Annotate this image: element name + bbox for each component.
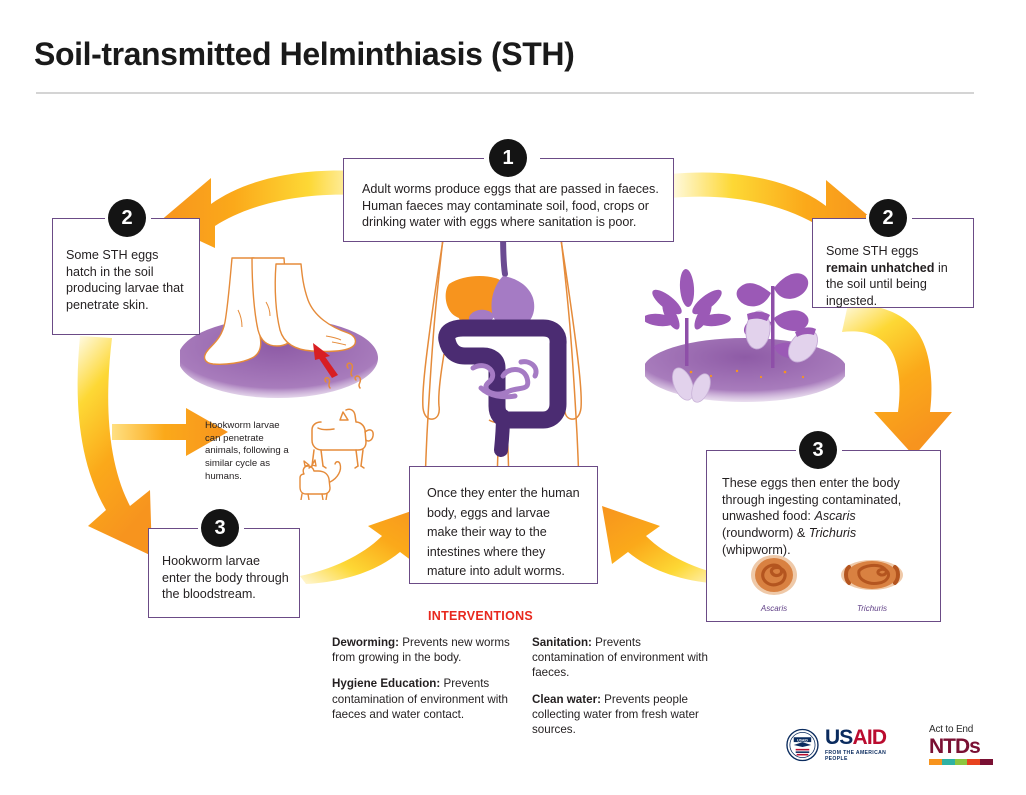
step-2-left-text: Some STH eggs hatch in the soil producin… bbox=[66, 248, 184, 313]
intervention-item: Hygiene Education: Prevents contaminatio… bbox=[332, 676, 510, 722]
step-3-right-text-a: These eggs then enter the body through i… bbox=[722, 476, 902, 524]
arrow-top-left bbox=[159, 170, 373, 248]
step-2-right-tail: in the soil until being ingested. bbox=[826, 260, 948, 309]
ascaris-egg-icon bbox=[751, 555, 797, 595]
page-title: Soil-transmitted Helminthiasis (STH) bbox=[34, 36, 575, 72]
intervention-item: Sanitation: Prevents contamination of en… bbox=[532, 635, 712, 681]
ntds-color-bar bbox=[929, 759, 993, 765]
ntds-top-text: Act to End bbox=[929, 724, 974, 735]
intervention-term: Sanitation: bbox=[532, 636, 592, 649]
intervention-desc: Prevents contamination of environment wi… bbox=[532, 636, 708, 680]
trichuris-egg-figure: Trichuris bbox=[839, 553, 905, 613]
arrow-bottom-right-to-center bbox=[602, 506, 728, 584]
usaid-tagline: FROM THE AMERICAN PEOPLE bbox=[824, 750, 887, 762]
arrow-bottom-left-to-center bbox=[300, 506, 426, 584]
step-2-right-badge: 2 bbox=[869, 199, 907, 237]
human-body-illustration bbox=[422, 228, 582, 495]
ascaris-term: Ascaris bbox=[814, 509, 856, 524]
title-divider bbox=[36, 92, 974, 94]
intervention-desc: Prevents contamination of environment wi… bbox=[332, 677, 508, 721]
ntds-bar-segment bbox=[941, 759, 955, 765]
usaid-logo: USAID USAID FROM THE AMERICAN PEOPLE bbox=[786, 727, 908, 767]
feet-illustration bbox=[180, 257, 378, 398]
intervention-term: Hygiene Education: bbox=[332, 677, 441, 691]
step-1-text: Adult worms produce eggs that are passed… bbox=[362, 182, 659, 230]
ntds-bar-segment bbox=[980, 759, 993, 765]
ntds-bar-segment bbox=[954, 759, 968, 765]
ascaris-egg-figure: Ascaris bbox=[745, 553, 803, 613]
step-3-right-box: These eggs then enter the body through i… bbox=[706, 450, 941, 622]
usaid-aid: AID bbox=[852, 726, 888, 749]
ntds-wordmark: NTDs bbox=[929, 735, 981, 758]
arrow-right-down bbox=[842, 304, 952, 456]
interventions-column-right: Sanitation: Prevents contamination of en… bbox=[532, 635, 712, 748]
intervention-desc: Prevents people collecting water from fr… bbox=[532, 692, 699, 736]
step-2-right-lead: Some STH eggs bbox=[826, 244, 919, 258]
step-2-right-bold: remain unhatched bbox=[826, 260, 935, 275]
plants-illustration bbox=[645, 269, 845, 403]
animals-note: Hookworm larvae can penetrate animals, f… bbox=[205, 420, 289, 482]
svg-text:USAID: USAID bbox=[797, 738, 808, 742]
intervention-item: Clean water: Prevents people collecting … bbox=[532, 692, 712, 738]
center-box-text: Once they enter the human body, eggs and… bbox=[427, 486, 580, 579]
center-box: Once they enter the human body, eggs and… bbox=[409, 466, 598, 584]
interventions-heading: INTERVENTIONS bbox=[428, 609, 534, 623]
arrow-left-down bbox=[77, 336, 152, 556]
step-3-right-text-b: (roundworm) & bbox=[722, 526, 809, 541]
egg-figures: Ascaris Trichuris bbox=[745, 553, 905, 613]
step-3-right-text: These eggs then enter the body through i… bbox=[707, 451, 940, 559]
intervention-term: Deworming: bbox=[332, 636, 399, 649]
trichuris-egg-label: Trichuris bbox=[856, 604, 888, 613]
step-3-left-text: Hookworm larvae enter the body through t… bbox=[162, 554, 289, 602]
animals-illustration bbox=[299, 408, 374, 500]
usaid-seal-icon: USAID bbox=[786, 728, 819, 761]
step-3-right-badge: 3 bbox=[799, 431, 837, 469]
step-3-left-badge: 3 bbox=[201, 509, 239, 547]
penetration-arrow bbox=[313, 343, 338, 378]
trichuris-term: Trichuris bbox=[808, 526, 857, 541]
ascaris-egg-label: Ascaris bbox=[760, 604, 788, 613]
interventions-column-left: Deworming: Prevents new worms from growi… bbox=[332, 635, 510, 733]
usaid-wordmark: USAID bbox=[825, 727, 908, 748]
step-2-left-box: Some STH eggs hatch in the soil producin… bbox=[52, 218, 200, 335]
step-3-right-text-c: (whipworm). bbox=[722, 542, 791, 557]
usaid-us: US bbox=[824, 726, 853, 749]
arrow-left-to-animals bbox=[112, 408, 228, 456]
ntds-logo: Act to End NTDs bbox=[929, 725, 1001, 769]
intervention-item: Deworming: Prevents new worms from growi… bbox=[332, 635, 510, 665]
step-2-left-badge: 2 bbox=[108, 199, 146, 237]
step-2-right-text: Some STH eggs remain unhatched in the so… bbox=[813, 219, 973, 310]
intervention-term: Clean water: bbox=[532, 692, 601, 706]
intervention-desc: Prevents new worms from growing in the b… bbox=[332, 636, 510, 665]
trichuris-egg-icon bbox=[841, 560, 903, 590]
ntds-bar-segment bbox=[929, 759, 942, 765]
ntds-bar-segment bbox=[967, 759, 981, 765]
step-1-badge: 1 bbox=[489, 139, 527, 177]
